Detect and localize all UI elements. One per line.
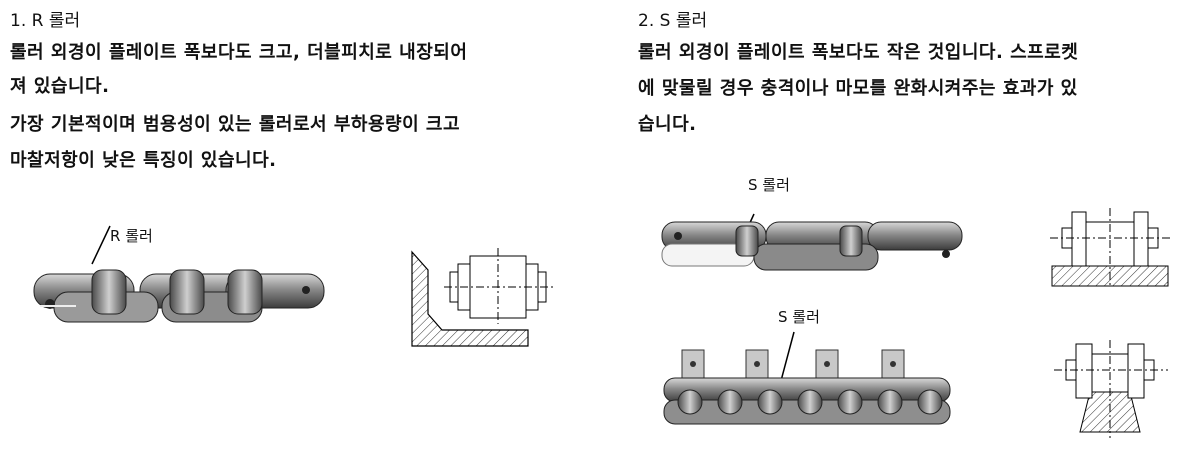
s-roller-desc-line: 롤러 외경이 플레이트 폭보다도 작은 것입니다. 스프로켓 <box>638 42 1079 63</box>
s-roller-desc-line: 에 맞물릴 경우 충격이나 마모를 완화시켜주는 효과가 있 <box>638 78 1078 99</box>
s-roller-chain-illustration-top <box>661 213 963 271</box>
r-roller-callout-label: R 롤러 <box>110 227 153 245</box>
s-roller-attachment-chain-illustration <box>663 331 951 425</box>
r-roller-desc-line: 롤러 외경이 플레이트 폭보다도 크고, 더블피치로 내장되어 <box>10 42 468 63</box>
r-roller-cross-section-drawing <box>411 248 554 347</box>
s-roller-callout-label-top: S 롤러 <box>748 176 790 194</box>
s-roller-section-title: 2. S 롤러 <box>638 11 708 31</box>
s-roller-desc-line: 습니다. <box>638 114 697 135</box>
r-roller-desc-line: 마찰저항이 낮은 특징이 있습니다. <box>10 150 277 171</box>
r-roller-desc-line: 져 있습니다. <box>10 76 110 97</box>
r-roller-chain-illustration <box>33 225 325 323</box>
s-roller-callout-label-bottom: S 롤러 <box>778 308 820 326</box>
s-roller-cross-section-drawing-top <box>1050 208 1172 288</box>
s-roller-cross-section-drawing-bottom <box>1054 340 1168 438</box>
r-roller-section-title: 1. R 롤러 <box>10 11 81 31</box>
r-roller-desc-line: 가장 기본적이며 범용성이 있는 롤러로서 부하용량이 크고 <box>10 114 461 135</box>
